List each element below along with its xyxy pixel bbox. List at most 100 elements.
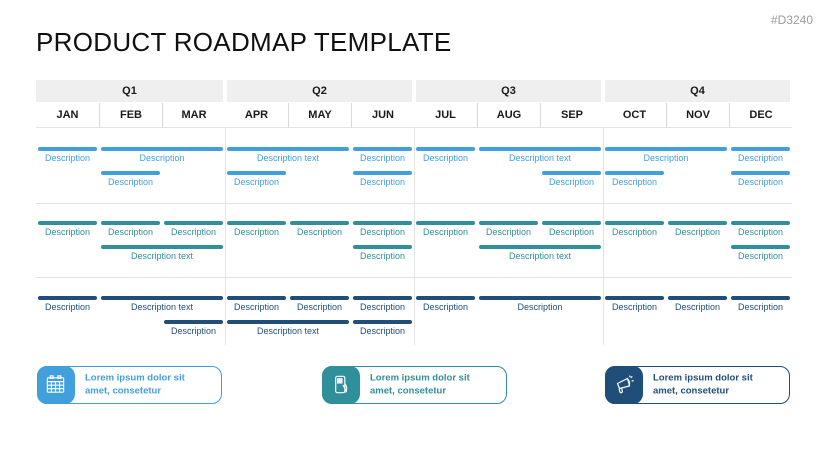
month-cell-jan: JAN <box>36 103 99 127</box>
quarter-cell-q2: Q2 <box>227 80 412 102</box>
bar-label: Description <box>44 153 91 163</box>
quarter-cell-q3: Q3 <box>416 80 601 102</box>
roadmap-bar[interactable] <box>542 221 601 225</box>
page-title: PRODUCT ROADMAP TEMPLATE <box>36 27 452 57</box>
month-cell-aug: AUG <box>477 103 540 127</box>
bar-label: Description <box>422 153 469 163</box>
month-cell-oct: OCT <box>603 103 666 127</box>
roadmap-bar[interactable] <box>353 221 412 225</box>
roadmap-bar[interactable] <box>101 171 160 175</box>
month-cell-apr: APR <box>225 103 288 127</box>
callout-box-2[interactable]: Lorem ipsum dolor sit amet, consetetur <box>321 365 507 404</box>
callout-text: Lorem ipsum dolor sit amet, consetetur <box>370 372 470 397</box>
month-cell-jun: JUN <box>351 103 414 127</box>
bar-label: Description <box>359 227 406 237</box>
bar-label: Description text <box>256 153 320 163</box>
roadmap-bar[interactable] <box>416 147 475 151</box>
roadmap-bar[interactable] <box>479 147 601 151</box>
roadmap-bar[interactable] <box>227 320 349 324</box>
bar-label: Description <box>643 153 689 163</box>
roadmap-bar[interactable] <box>101 245 223 249</box>
bar-label: Description <box>359 302 406 312</box>
roadmap-bar[interactable] <box>416 296 475 300</box>
roadmap-bar[interactable] <box>668 296 727 300</box>
bar-label: Description <box>139 153 185 163</box>
bar-label: Description text <box>130 302 194 312</box>
roadmap-bar[interactable] <box>227 296 286 300</box>
bar-label: Description <box>44 302 91 312</box>
month-cell-jul: JUL <box>414 103 477 127</box>
bar-label: Description <box>737 227 784 237</box>
roadmap-bar[interactable] <box>479 221 538 225</box>
bar-label: Description <box>422 302 469 312</box>
roadmap-bar[interactable] <box>38 221 97 225</box>
roadmap-bar[interactable] <box>227 221 286 225</box>
month-cell-dec: DEC <box>729 103 792 127</box>
bar-label: Description <box>296 227 343 237</box>
roadmap-bar[interactable] <box>731 171 790 175</box>
roadmap-bar[interactable] <box>605 221 664 225</box>
roadmap-bar[interactable] <box>479 245 601 249</box>
bar-label: Description <box>359 153 406 163</box>
roadmap-bar[interactable] <box>605 171 664 175</box>
quarter-separator-line <box>414 128 415 345</box>
bar-label: Description <box>233 227 280 237</box>
bar-label: Description <box>737 177 784 187</box>
calendar-icon <box>36 365 75 404</box>
bar-label: Description <box>359 326 406 336</box>
roadmap-bar[interactable] <box>353 245 412 249</box>
bar-label: Description <box>737 251 784 261</box>
roadmap-bar[interactable] <box>542 171 601 175</box>
roadmap-bar[interactable] <box>227 147 349 151</box>
month-cell-may: MAY <box>288 103 351 127</box>
bar-label: Description <box>233 177 280 187</box>
roadmap-bar[interactable] <box>38 147 97 151</box>
roadmap-bar[interactable] <box>38 296 97 300</box>
quarter-separator-line <box>603 128 604 345</box>
bar-label: Description <box>485 227 532 237</box>
roadmap-bar[interactable] <box>353 320 412 324</box>
bar-label: Description <box>170 326 217 336</box>
template-code: #D3240 <box>770 13 813 27</box>
month-cell-mar: MAR <box>162 103 225 127</box>
roadmap-bar[interactable] <box>668 221 727 225</box>
callout-box-1[interactable]: Lorem ipsum dolor sit amet, consetetur <box>36 365 222 404</box>
roadmap-bar[interactable] <box>353 147 412 151</box>
bar-label: Description <box>674 302 721 312</box>
roadmap-bar[interactable] <box>353 296 412 300</box>
roadmap-bar[interactable] <box>101 147 223 151</box>
roadmap-bar[interactable] <box>290 296 349 300</box>
bar-label: Description <box>170 227 217 237</box>
megaphone-icon <box>604 365 643 404</box>
roadmap-bar[interactable] <box>731 296 790 300</box>
roadmap-bar[interactable] <box>101 296 223 300</box>
roadmap-bar[interactable] <box>731 147 790 151</box>
roadmap-bar[interactable] <box>731 221 790 225</box>
roadmap-bar[interactable] <box>164 221 223 225</box>
roadmap-bar[interactable] <box>290 221 349 225</box>
bar-label: Description <box>296 302 343 312</box>
quarter-cell-q4: Q4 <box>605 80 790 102</box>
roadmap-bar[interactable] <box>416 221 475 225</box>
bar-label: Description <box>107 227 154 237</box>
bar-label: Description text <box>130 251 194 261</box>
roadmap-bar[interactable] <box>479 296 601 300</box>
roadmap-bar[interactable] <box>227 171 286 175</box>
roadmap-bar[interactable] <box>605 296 664 300</box>
roadmap-bar[interactable] <box>164 320 223 324</box>
roadmap-bar[interactable] <box>353 171 412 175</box>
smartphone-icon <box>321 365 360 404</box>
roadmap-bar[interactable] <box>101 221 160 225</box>
roadmap-bar[interactable] <box>731 245 790 249</box>
roadmap-bar[interactable] <box>605 147 727 151</box>
callout-box-3[interactable]: Lorem ipsum dolor sit amet, consetetur <box>604 365 790 404</box>
bar-label: Description <box>517 302 563 312</box>
month-cell-sep: SEP <box>540 103 603 127</box>
bar-label: Description <box>548 227 595 237</box>
bar-label: Description <box>737 302 784 312</box>
bar-label: Description text <box>508 153 572 163</box>
bar-label: Description <box>611 227 658 237</box>
quarter-separator-line <box>225 128 226 345</box>
callout-text: Lorem ipsum dolor sit amet, consetetur <box>653 372 753 397</box>
